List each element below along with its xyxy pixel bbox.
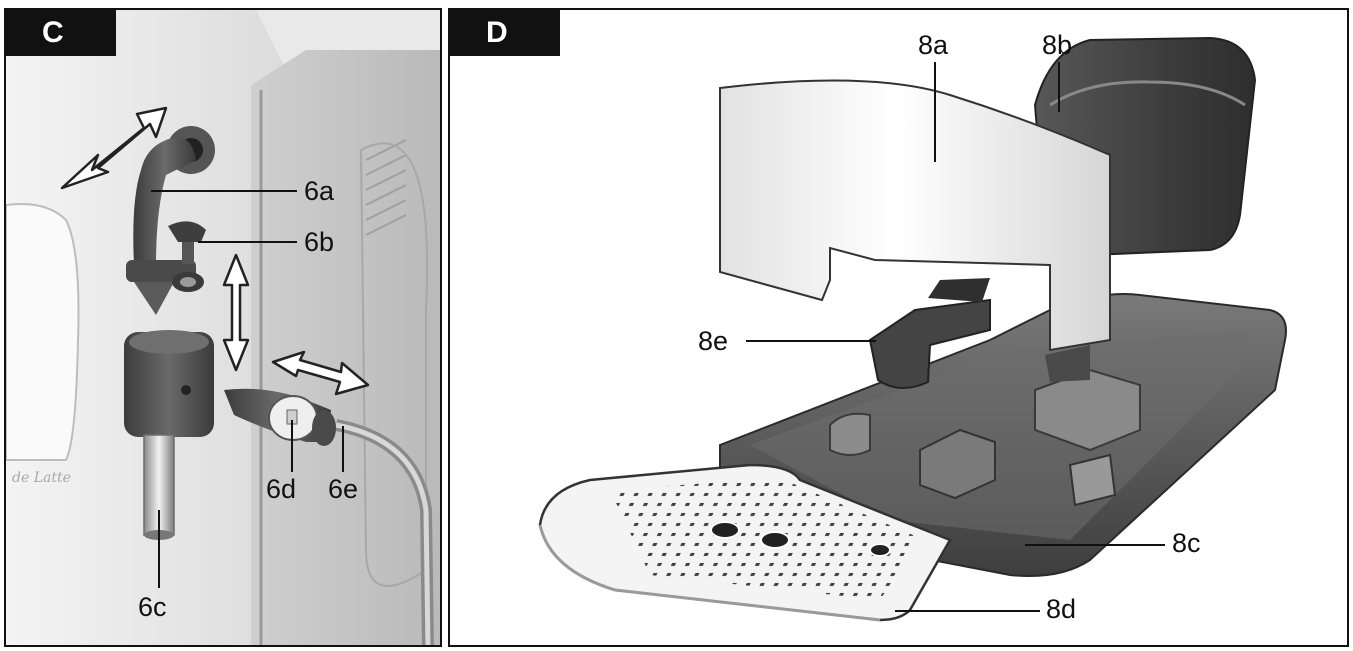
callout-8d: 8d <box>1046 594 1077 624</box>
part-6a-elbow <box>133 137 196 265</box>
leader-8c <box>1025 544 1165 546</box>
leader-8b <box>1058 62 1060 112</box>
panel-c-tag: C <box>6 10 116 56</box>
callout-6e: 6e <box>328 474 359 504</box>
machine-print: de Latte <box>12 470 71 486</box>
callout-8b: 8b <box>1042 30 1073 60</box>
machine-side-panel <box>251 50 440 645</box>
callout-6c: 6c <box>138 592 167 622</box>
panel-d-illustration <box>538 36 1287 622</box>
leader-8a <box>934 62 936 162</box>
machine-knob <box>6 203 80 461</box>
machine-front <box>6 10 286 645</box>
vent-slots <box>365 139 407 236</box>
callout-8c: 8c <box>1172 528 1201 558</box>
part-6b-cap <box>168 221 206 242</box>
leader-8e <box>746 340 876 342</box>
leader-6d <box>291 420 293 472</box>
callout-6a: 6a <box>304 176 335 206</box>
part-8a-splash-panel <box>719 79 1111 352</box>
move-arrows <box>60 106 370 396</box>
panel-c: de Latte C 6a 6b 6c 6d 6e <box>4 8 442 647</box>
leader-8d <box>895 610 1040 612</box>
panel-d-tag: D <box>450 10 560 56</box>
part-6c-block <box>124 332 214 437</box>
part-8e-shaft <box>868 298 991 389</box>
side-recess <box>359 142 429 587</box>
panel-c-illustration: de Latte <box>6 10 440 645</box>
callout-6b: 6b <box>304 227 335 257</box>
panel-d: D 8a 8b 8e 8c 8d <box>448 8 1349 647</box>
leader-6e <box>342 426 344 472</box>
leader-6b <box>198 241 297 243</box>
callout-8e: 8e <box>698 326 729 356</box>
leader-6a <box>151 190 297 192</box>
leader-6c <box>158 510 160 588</box>
callout-6d: 6d <box>266 474 297 504</box>
callout-8a: 8a <box>918 30 949 60</box>
